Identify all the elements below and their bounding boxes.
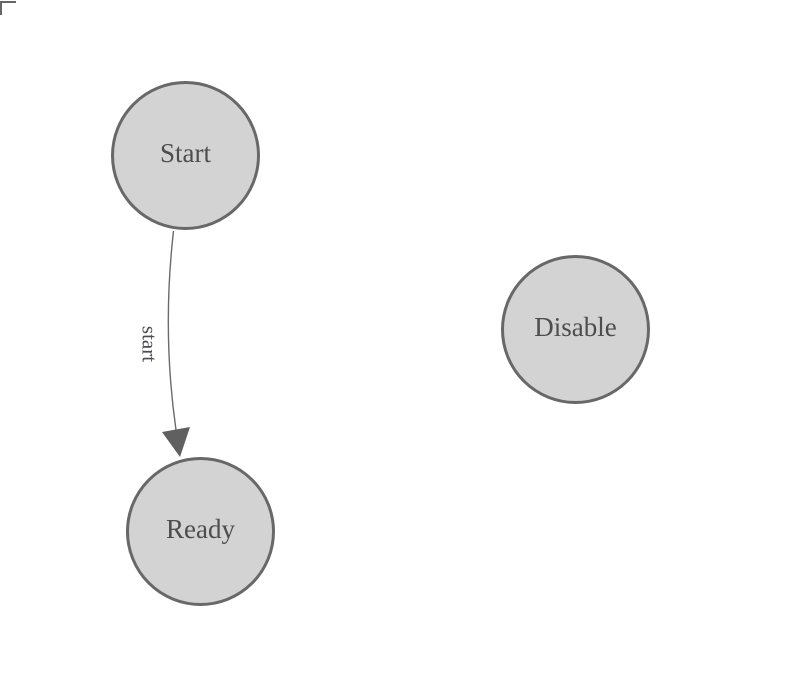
state-node-label: Disable xyxy=(534,312,617,342)
edge-label-start[interactable]: start xyxy=(137,325,162,363)
state-node-ready[interactable]: Ready xyxy=(126,457,275,606)
state-node-disable[interactable]: Disable xyxy=(501,255,650,404)
canvas-corner-mark xyxy=(0,1,16,15)
edge-arrowhead-icon xyxy=(162,427,190,457)
state-node-label: Ready xyxy=(166,514,235,544)
state-node-start[interactable]: Start xyxy=(111,81,260,230)
transition-edge-start-to-ready[interactable] xyxy=(167,230,177,431)
state-node-label: Start xyxy=(160,138,211,168)
